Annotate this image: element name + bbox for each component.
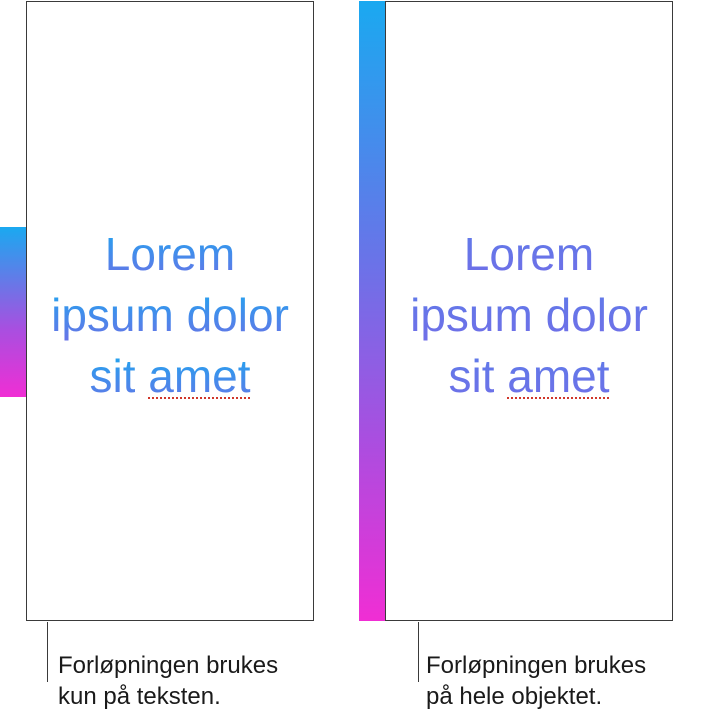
text-box-right — [385, 1, 673, 621]
caption-right: Forløpningen brukes på hele objektet. — [426, 650, 646, 712]
text-line-3: sit amet — [385, 346, 673, 407]
text-line-1: Lorem — [385, 224, 673, 285]
misspelled-word: amet — [148, 350, 251, 402]
callout-line-right — [418, 622, 419, 682]
callout-line-left — [47, 622, 48, 682]
text-line-1: Lorem — [26, 224, 314, 285]
gradient-text-left: Lorem ipsum dolor sit amet — [26, 224, 314, 407]
caption-left-line-2: kun på teksten. — [58, 683, 221, 710]
text-box-left — [26, 1, 314, 621]
caption-left: Forløpningen brukes kun på teksten. — [58, 650, 278, 712]
text-word-sit: sit — [448, 350, 495, 402]
gradient-text-right: Lorem ipsum dolor sit amet — [385, 224, 673, 407]
text-line-2: ipsum dolor — [385, 285, 673, 346]
caption-right-line-2: på hele objektet. — [426, 683, 603, 710]
text-word-sit: sit — [89, 350, 136, 402]
caption-left-line-1: Forløpningen brukes — [58, 652, 279, 679]
text-line-3: sit amet — [26, 346, 314, 407]
gradient-swatch-left — [0, 227, 26, 397]
gradient-swatch-right — [359, 1, 385, 621]
caption-right-line-1: Forløpningen brukes — [426, 652, 647, 679]
misspelled-word: amet — [507, 350, 610, 402]
text-line-2: ipsum dolor — [26, 285, 314, 346]
